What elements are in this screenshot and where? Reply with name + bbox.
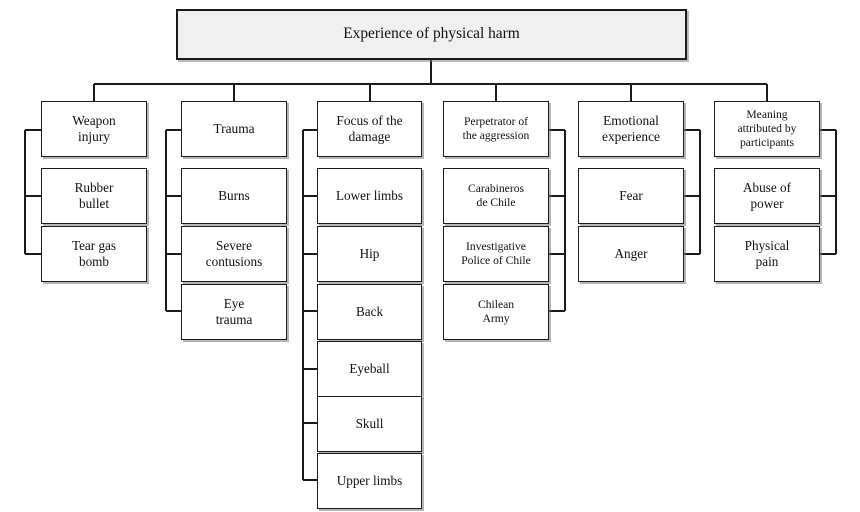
root-label: Experience of physical harm: [343, 25, 520, 43]
node-fear-label: Fear: [619, 188, 643, 204]
node-rubber-bullet[interactable]: Rubber bullet: [41, 168, 147, 224]
line-1: Abuse of: [743, 180, 791, 196]
node-abuse-of-power-label: Abuse of power: [743, 180, 791, 211]
node-tear-gas-bomb-label: Tear gas bomb: [72, 238, 116, 269]
node-back-label: Back: [355, 304, 384, 320]
line-1: Rubber: [74, 180, 114, 196]
line-2: Army: [482, 312, 510, 325]
line-1: Tear gas: [71, 238, 117, 254]
node-eye-trauma[interactable]: Eye trauma: [181, 284, 287, 340]
line-2: pain: [755, 254, 779, 269]
line-2: injury: [77, 129, 110, 144]
node-investigative-police-label: Investigative Police of Chile: [461, 240, 531, 267]
line-2: damage: [348, 129, 391, 144]
node-lower-limbs[interactable]: Lower limbs: [317, 168, 422, 224]
header-weapon-injury-label: Weapon injury: [72, 113, 116, 145]
node-back[interactable]: Back: [317, 284, 422, 340]
node-anger[interactable]: Anger: [578, 226, 684, 282]
header-emotional-experience[interactable]: Emotional experience: [578, 101, 684, 157]
line-2: the aggression: [462, 129, 530, 142]
node-eye-trauma-label: Eye trauma: [216, 296, 253, 327]
line-2: attributed by: [737, 122, 797, 136]
node-hip-label: Hip: [359, 246, 380, 262]
header-trauma[interactable]: Trauma: [181, 101, 287, 157]
line-1: Physical: [744, 238, 790, 254]
header-meaning-label: Meaning attributed by participants: [738, 108, 797, 149]
node-severe-contusions[interactable]: Severe contusions: [181, 226, 287, 282]
node-tear-gas-bomb[interactable]: Tear gas bomb: [41, 226, 147, 282]
header-trauma-label: Trauma: [213, 121, 255, 137]
line-1: Perpetrator of: [463, 115, 529, 129]
node-chilean-army[interactable]: Chilean Army: [443, 284, 549, 340]
header-perpetrator-of-the-aggression[interactable]: Perpetrator of the aggression: [443, 101, 549, 157]
header-focus-of-the-damage-label: Focus of the damage: [336, 113, 402, 145]
header-focus-of-the-damage[interactable]: Focus of the damage: [317, 101, 422, 157]
node-abuse-of-power[interactable]: Abuse of power: [714, 168, 820, 224]
node-skull[interactable]: Skull: [317, 396, 422, 452]
node-carabineros-de-chile[interactable]: Carabineros de Chile: [443, 168, 549, 224]
line-2: Police of Chile: [461, 254, 531, 267]
line-2: experience: [602, 129, 660, 144]
node-skull-label: Skull: [355, 416, 384, 432]
header-emotional-experience-label: Emotional experience: [602, 113, 660, 145]
node-anger-label: Anger: [614, 246, 648, 262]
line-3: participants: [739, 135, 795, 149]
line-1: Emotional: [603, 113, 659, 129]
node-fear[interactable]: Fear: [578, 168, 684, 224]
root-node[interactable]: Experience of physical harm: [176, 9, 687, 60]
line-1: Weapon: [72, 113, 116, 129]
line-2: bomb: [78, 254, 110, 269]
header-weapon-injury[interactable]: Weapon injury: [41, 101, 147, 157]
node-chilean-army-label: Chilean Army: [478, 298, 514, 325]
node-upper-limbs-label: Upper limbs: [336, 473, 403, 489]
line-2: power: [750, 196, 784, 211]
node-rubber-bullet-label: Rubber bullet: [75, 180, 114, 211]
node-eyeball[interactable]: Eyeball: [317, 341, 422, 397]
header-perpetrator-label: Perpetrator of the aggression: [463, 115, 530, 142]
line-1: Investigative: [466, 240, 526, 254]
line-1: Meaning: [746, 108, 788, 122]
node-hip[interactable]: Hip: [317, 226, 422, 282]
node-physical-pain-label: Physical pain: [745, 238, 790, 269]
node-carabineros-label: Carabineros de Chile: [468, 182, 524, 209]
line-2: trauma: [215, 312, 253, 327]
node-physical-pain[interactable]: Physical pain: [714, 226, 820, 282]
line-1: Carabineros: [467, 182, 525, 196]
line-1: Chilean: [477, 298, 515, 312]
line-2: contusions: [205, 254, 263, 269]
line-1: Severe: [216, 238, 252, 254]
line-2: de Chile: [476, 196, 516, 209]
header-meaning-attributed-by-participants[interactable]: Meaning attributed by participants: [714, 101, 820, 157]
node-upper-limbs[interactable]: Upper limbs: [317, 453, 422, 509]
line-2: bullet: [78, 196, 110, 211]
node-severe-contusions-label: Severe contusions: [206, 238, 262, 269]
node-lower-limbs-label: Lower limbs: [335, 188, 404, 204]
node-eyeball-label: Eyeball: [349, 361, 390, 377]
line-1: Eye: [223, 296, 245, 312]
node-investigative-police-of-chile[interactable]: Investigative Police of Chile: [443, 226, 549, 282]
node-burns-label: Burns: [218, 188, 250, 204]
line-1: Focus of the: [336, 113, 403, 129]
node-burns[interactable]: Burns: [181, 168, 287, 224]
